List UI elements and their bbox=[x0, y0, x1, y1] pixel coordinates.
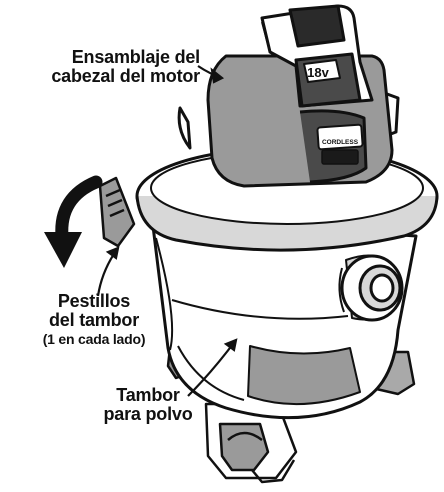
label-motor-head-line2: cabezal del motor bbox=[51, 65, 200, 86]
label-motor-head-line1: Ensamblaje del bbox=[71, 47, 200, 67]
battery-voltage: 18v bbox=[307, 65, 329, 80]
label-drum-latches-line1: Pestillos bbox=[57, 291, 131, 311]
motor-head-assembly bbox=[177, 54, 400, 188]
cordless-badge: CORDLESS bbox=[322, 139, 359, 146]
label-dust-drum-line2: para polvo bbox=[103, 403, 193, 424]
label-drum-latches-line2: del tambor bbox=[48, 309, 139, 330]
drum-latch-left bbox=[98, 176, 136, 248]
label-drum-latches-line3: (1 en cada lado) bbox=[42, 330, 146, 347]
leader-lines bbox=[96, 65, 238, 397]
label-drum-latches: Pestillos del tambor (1 en cada lado) bbox=[2, 292, 186, 346]
hose-port bbox=[338, 254, 404, 322]
label-motor-head: Ensamblaje del cabezal del motor bbox=[8, 48, 200, 86]
rotate-direction-arrow bbox=[44, 175, 103, 268]
label-dust-drum: Tambor para polvo bbox=[96, 386, 200, 424]
label-dust-drum-line1: Tambor bbox=[116, 385, 180, 405]
battery-pack bbox=[260, 4, 374, 108]
